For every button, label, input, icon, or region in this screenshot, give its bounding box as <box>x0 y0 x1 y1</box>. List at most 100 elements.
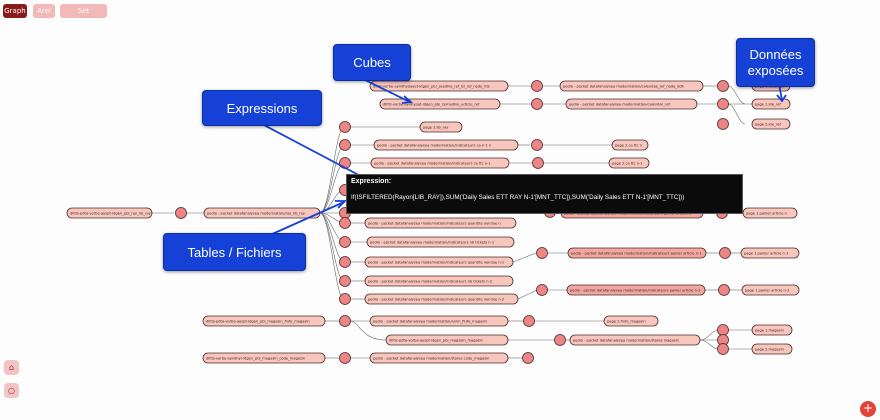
svg-text:pedio - pocket datafanalysea m: pedio - pocket datafanalysea moderniatio… <box>373 319 487 323</box>
node-nb-tickets-n-2[interactable]: pedio - pocket datafanalysea moderniatio… <box>364 275 514 287</box>
node-cube-article-ref[interactable]: dlfds-vorbe-aydhypet-idgen_pbi_zemadhie_… <box>379 98 501 110</box>
node-page-lib-ray[interactable]: page 2.lib_ray <box>419 121 463 133</box>
svg-text:pedio - pocket datafanalysea m: pedio - pocket datafanalysea moderniatio… <box>368 279 492 283</box>
home-icon[interactable]: ⌂ <box>4 360 19 375</box>
node-circle[interactable] <box>717 343 729 355</box>
svg-text:pedio - pocket datafanalysea m: pedio - pocket datafanalysea moderniatio… <box>207 211 306 215</box>
node-indicateurs-ca-n[interactable]: pedio - pocket datafanalysea moderniatio… <box>373 139 519 151</box>
svg-text:page 2.ca ttc n: page 2.ca ttc n <box>615 143 642 147</box>
node-table-flufe-magasin[interactable]: dlfds-pdta-vorbe-ayspt-idgen_pbi_magasin… <box>202 315 326 327</box>
svg-text:dlfds-pdta-vorbe-ayspt-idgen_p: dlfds-pdta-vorbe-ayspt-idgen_pbi_ray_lib… <box>70 211 152 215</box>
node-circle[interactable] <box>719 247 731 259</box>
svg-text:pedio - pocket datafanalysea m: pedio - pocket datafanalysea moderniatio… <box>368 260 504 264</box>
node-nb-tickets-n-1[interactable]: pedio - pocket datafanalysea moderniatio… <box>366 236 515 248</box>
node-circle[interactable] <box>339 121 351 133</box>
node-table-code-magasin[interactable]: dlfds-vorbe-ayndhyi-idgen_pbi_magasin_co… <box>202 352 326 364</box>
node-circle[interactable] <box>339 139 351 151</box>
node-circle[interactable] <box>717 98 729 110</box>
node-circle[interactable] <box>536 247 548 259</box>
expression-tooltip: Expression: If(ISFILTERED(Rayon[LIB_RAY]… <box>346 174 743 214</box>
node-ray-lib-ray[interactable]: pedio - pocket datafanalysea moderniatio… <box>203 207 321 219</box>
node-circle[interactable] <box>531 98 543 110</box>
tooltip-expression: If(ISFILTERED(Rayon[LIB_RAY]),SUM('Daily… <box>351 194 685 201</box>
node-quantite-vendue-n[interactable]: pedio - pocket datafanalysea moderniatio… <box>364 217 517 229</box>
svg-text:page 2.magasin: page 2.magasin <box>755 347 784 351</box>
node-calendar-ref[interactable]: pedio - pocket datafanalysea moderniatio… <box>565 98 698 110</box>
node-page-flufe-magasin[interactable]: page 2.flufe_magasin <box>603 315 659 327</box>
node-panier-article-n-1[interactable]: pedio - pocket datafanalysea moderniatio… <box>567 247 707 259</box>
node-quantite-vendue-n-1[interactable]: pedio - pocket datafanalysea moderniatio… <box>364 256 514 268</box>
svg-text:pedio - pocket datafanalysea m: pedio - pocket datafanalysea moderniatio… <box>563 84 684 88</box>
node-circle[interactable] <box>531 80 543 92</box>
svg-text:dlfds-vorbe-aydhypet-idgen_pbi: dlfds-vorbe-aydhypet-idgen_pbi_zemadhie_… <box>383 102 480 106</box>
svg-text:page 2.ide_ref: page 2.ide_ref <box>755 122 781 126</box>
node-page-ca-ttc-n[interactable]: page 2.ca ttc n <box>611 139 649 151</box>
svg-text:dlfds-pdta-vorbe-ayspt-idgen_p: dlfds-pdta-vorbe-ayspt-idgen_pbi_magasin… <box>389 338 483 342</box>
node-circle[interactable] <box>532 157 544 169</box>
tab-graph[interactable]: Graph <box>3 4 27 18</box>
node-stores-code-magasin[interactable]: pedio - pocket datafanalysea moderniatio… <box>369 352 509 364</box>
svg-text:page 2.lib_ray: page 2.lib_ray <box>423 125 449 129</box>
node-circle[interactable] <box>339 217 351 229</box>
node-stores-magasin[interactable]: pedio - pocket datafanalysea moderniatio… <box>569 334 701 346</box>
node-indicateurs-ca-n-1[interactable]: pedio - pocket datafanalysea moderniatio… <box>370 157 510 169</box>
svg-text:pedio - pocket datafanalysea m: pedio - pocket datafanalysea moderniatio… <box>571 251 702 255</box>
svg-text:pedio - pocket datafanalysea m: pedio - pocket datafanalysea moderniatio… <box>374 161 491 165</box>
callout-expressions: Expressions <box>202 90 322 126</box>
node-page-panier-article-n[interactable]: page 1.panier article n <box>742 207 798 219</box>
node-anim-flufe-magasin[interactable]: pedio - pocket datafanalysea moderniatio… <box>369 315 509 327</box>
callout-arrows <box>261 79 787 236</box>
node-panier-article-n-2[interactable]: pedio - pocket datafanalysea moderniatio… <box>566 284 706 296</box>
node-page-panier-article-n-2[interactable]: page 1.panier article n-2 <box>741 284 800 296</box>
node-quantite-vendue-n-2[interactable]: pedio - pocket datafanalysea moderniatio… <box>364 293 519 305</box>
svg-text:page 1.panier article n-2: page 1.panier article n-2 <box>745 288 789 292</box>
tab-set-preferences[interactable]: Set preferences <box>60 4 107 29</box>
callout-cubes: Cubes <box>333 44 411 81</box>
node-circle[interactable] <box>717 324 729 336</box>
node-circle[interactable] <box>718 284 730 296</box>
svg-text:page 1.panier article n: page 1.panier article n <box>746 211 787 215</box>
tooltip-title: Expression: <box>351 178 392 185</box>
node-circle[interactable] <box>339 256 351 268</box>
node-circle[interactable] <box>554 334 566 346</box>
node-page-magasin-1[interactable]: page 1.magasin <box>751 324 793 336</box>
node-circle[interactable] <box>717 118 729 130</box>
node-table-magasin[interactable]: dlfds-pdta-vorbe-ayspt-idgen_pbi_magasin… <box>385 334 509 346</box>
svg-text:pedio - pocket datafanalysea m: pedio - pocket datafanalysea moderniatio… <box>368 297 504 301</box>
svg-text:pedio - pocket datafanalysea m: pedio - pocket datafanalysea moderniatio… <box>368 221 501 225</box>
node-circle[interactable] <box>536 284 548 296</box>
svg-text:dlfds-vorbe-ayndhydayet-idgen_: dlfds-vorbe-ayndhydayet-idgen_pbi_zeedhi… <box>373 84 490 88</box>
node-circle[interactable] <box>717 80 729 92</box>
node-page-ca-ttc-n-1[interactable]: page 2.ca ttc n-1 <box>608 157 650 169</box>
node-circle[interactable] <box>339 275 351 287</box>
svg-text:pedio - pocket datafanalysea m: pedio - pocket datafanalysea moderniatio… <box>570 288 701 292</box>
svg-text:pedio - pocket datafanalysea m: pedio - pocket datafanalysea moderniatio… <box>373 356 489 360</box>
node-circle[interactable] <box>339 236 351 248</box>
node-circle[interactable] <box>175 207 187 219</box>
lock-icon[interactable]: ○ <box>4 383 19 398</box>
node-page-ide-ref[interactable]: page 1.ide_ref <box>751 98 791 110</box>
node-circle[interactable] <box>523 315 535 327</box>
svg-text:pedio - pocket datafanalysea m: pedio - pocket datafanalysea moderniatio… <box>377 143 491 147</box>
node-circle[interactable] <box>522 352 534 364</box>
svg-text:dlfds-pdta-vorbe-ayspt-idgen_p: dlfds-pdta-vorbe-ayspt-idgen_pbi_magasin… <box>206 319 310 323</box>
node-page-panier-article-n-1[interactable]: page 1.panier article n-1 <box>740 247 800 259</box>
node-cube-calendar[interactable]: dlfds-vorbe-ayndhydayet-idgen_pbi_zeedhi… <box>369 80 509 92</box>
svg-text:pedio - pocket datafanalysea m: pedio - pocket datafanalysea moderniatio… <box>569 102 671 106</box>
node-circle[interactable] <box>339 352 351 364</box>
tab-arel[interactable]: Arel <box>33 4 55 18</box>
node-circle[interactable] <box>339 293 351 305</box>
svg-text:dlfds-vorbe-ayndhyi-idgen_pbi_: dlfds-vorbe-ayndhyi-idgen_pbi_magasin_co… <box>206 356 305 360</box>
callout-tables: Tables / Fichiers <box>163 233 306 271</box>
svg-text:pedio - pocket datafanalysea m: pedio - pocket datafanalysea moderniatio… <box>573 338 679 342</box>
svg-text:page 1.ide_ref: page 1.ide_ref <box>755 102 781 106</box>
node-page-ide-ref-2[interactable]: page 2.ide_ref <box>751 118 791 130</box>
svg-text:page 1.magasin: page 1.magasin <box>755 328 784 332</box>
add-button[interactable]: + <box>860 401 876 417</box>
node-table-ray[interactable]: dlfds-pdta-vorbe-ayspt-idgen_pbi_ray_lib… <box>66 207 153 219</box>
svg-text:page 2.flufe_magasin: page 2.flufe_magasin <box>607 319 646 323</box>
node-page-magasin-2[interactable]: page 2.magasin <box>751 343 793 355</box>
node-calendar-ref-node[interactable]: pedio - pocket datafanalysea moderniatio… <box>559 80 704 92</box>
node-circle[interactable] <box>531 139 543 151</box>
node-circle[interactable] <box>339 315 351 327</box>
